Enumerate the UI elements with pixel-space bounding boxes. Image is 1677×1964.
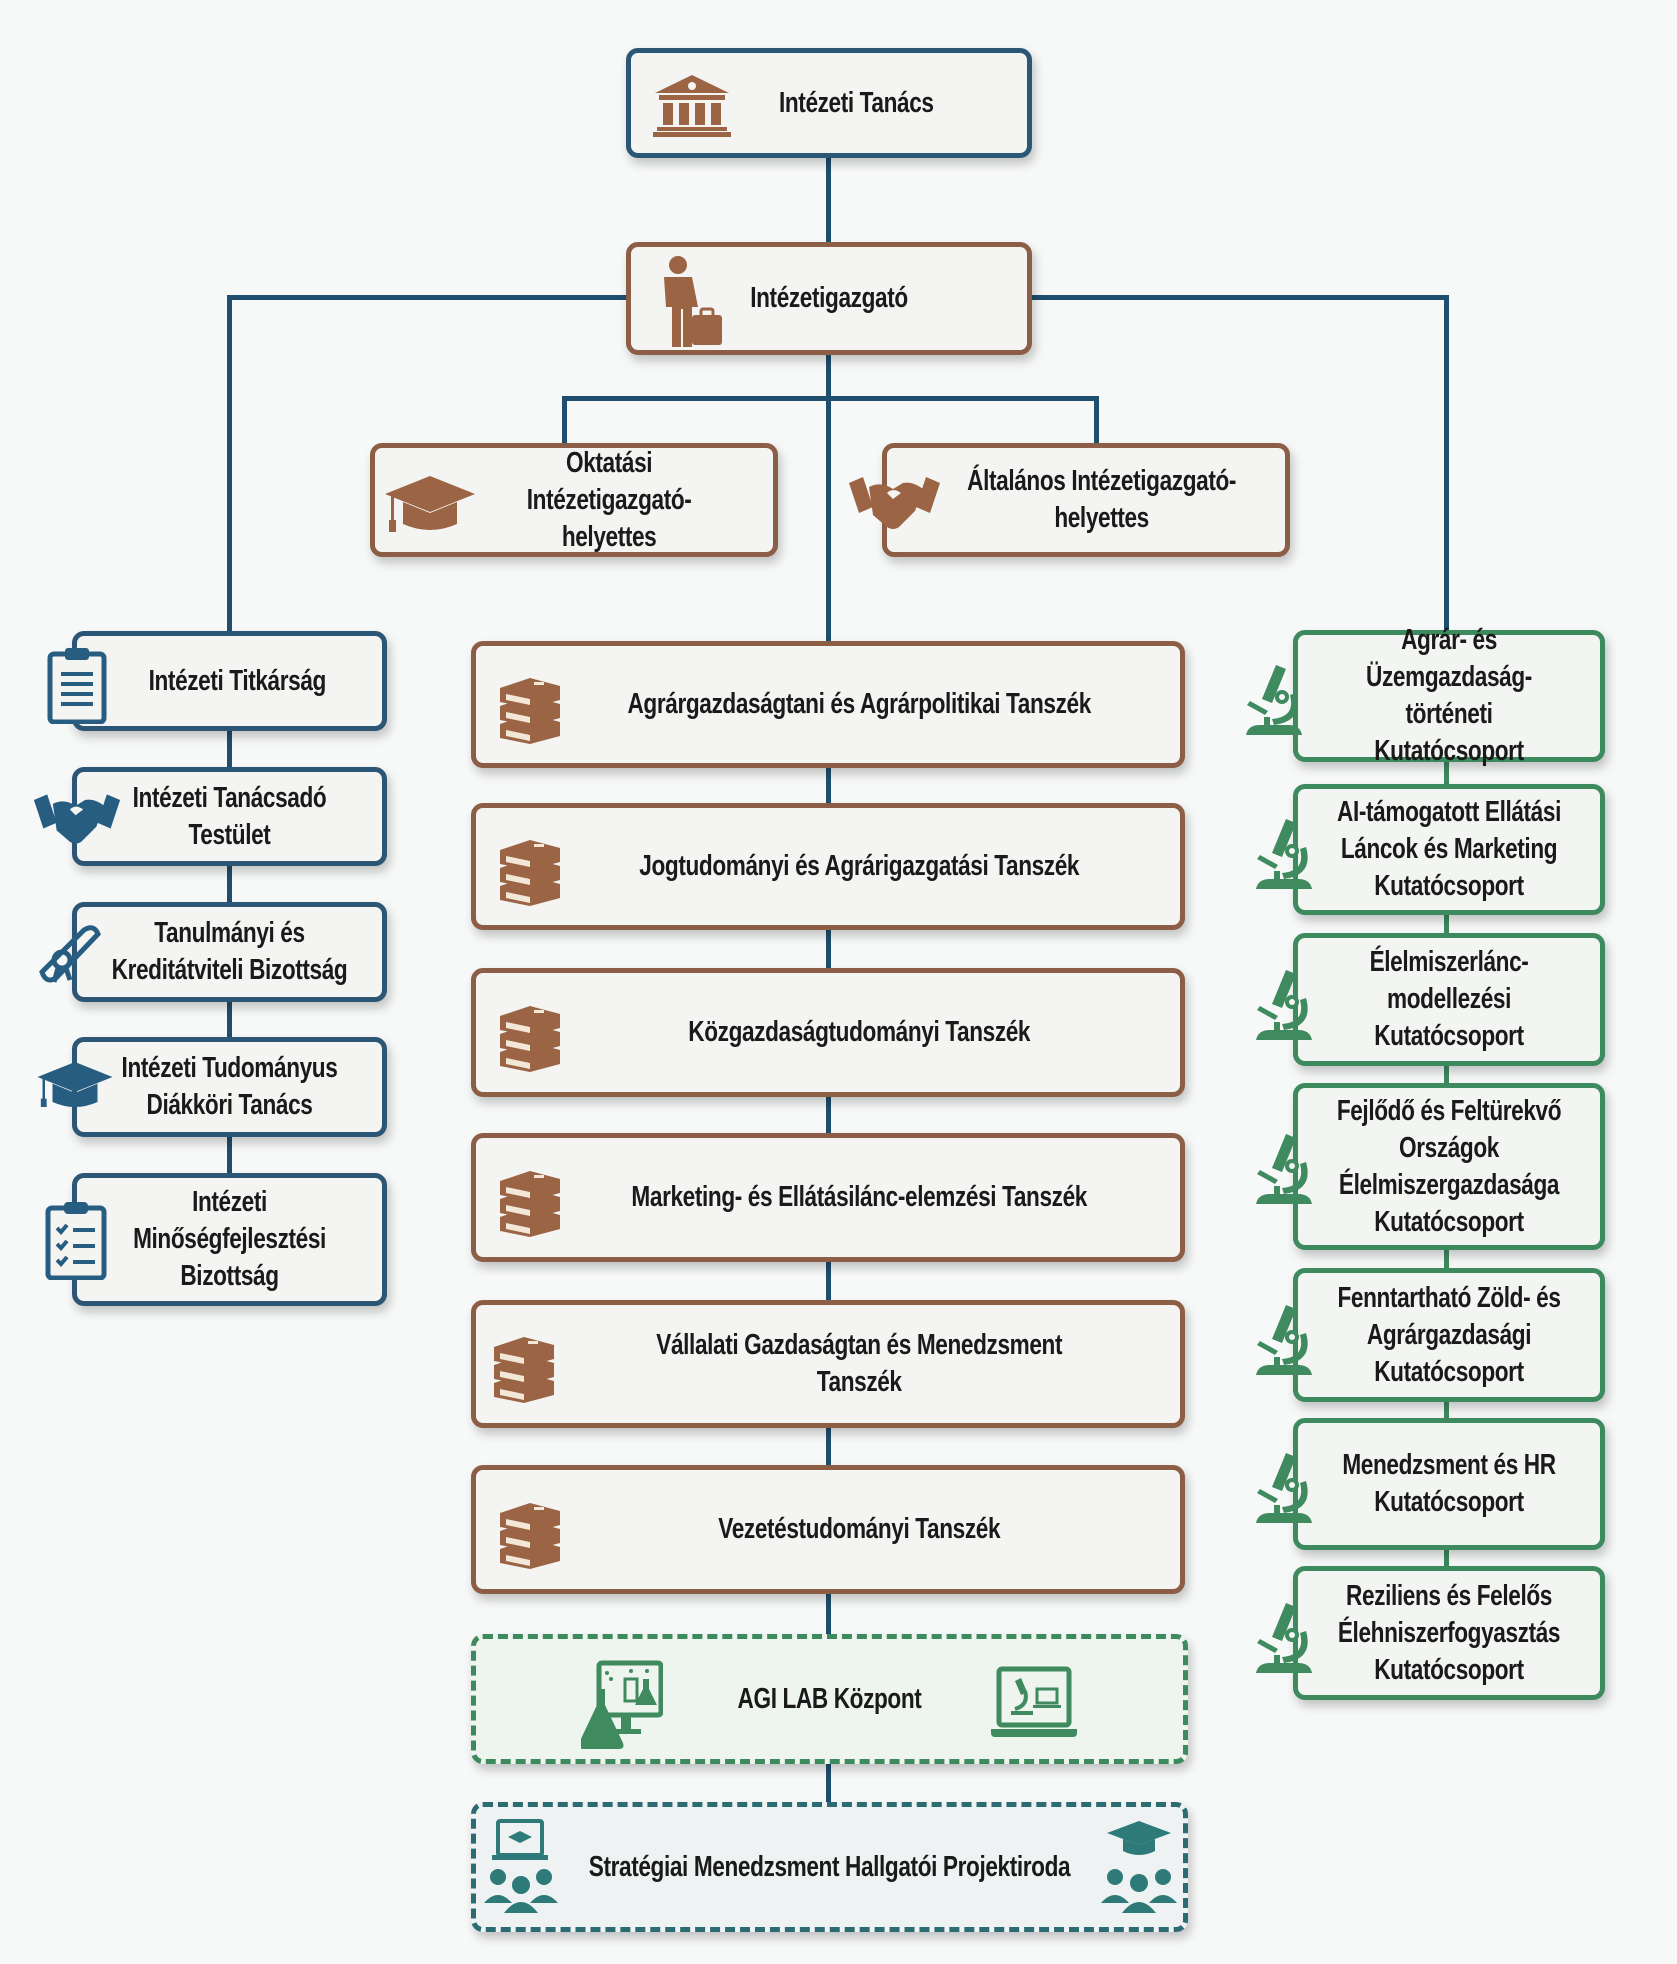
research-group-box[interactable]: Reziliens és Felelős Élehniszerfogyasztá… xyxy=(1256,1566,1605,1700)
department-label: Marketing- és Ellátásilánc-elemzési Tans… xyxy=(631,1181,1087,1213)
left-unit-student-research-council[interactable]: Intézeti Tudományus Diákköri Tanács xyxy=(37,1037,387,1137)
department-box[interactable]: Agrárgazdaságtani és Agrárpolitikai Tans… xyxy=(471,641,1185,768)
research-group-box[interactable]: Menedzsment és HR Kutatócsoport xyxy=(1256,1418,1605,1550)
department-box[interactable]: Vállalati Gazdaságtan és Menedzsment Tan… xyxy=(471,1300,1185,1428)
connector-left-column-vertical xyxy=(227,295,232,633)
research-group-box[interactable]: Agrár- és Üzemgazdaság- történeti Kutató… xyxy=(1246,624,1605,767)
connector-deputy-right xyxy=(1094,396,1099,445)
laptop-microscope-icon xyxy=(991,1665,1077,1741)
microscope-icon xyxy=(1256,1303,1312,1375)
microscope-icon xyxy=(1256,1601,1312,1673)
left-unit-label: Intézeti Minőségfejlesztési Bizottság xyxy=(133,1186,326,1292)
lab-flask-monitor-icon xyxy=(581,1659,663,1751)
left-unit-advisory-board[interactable]: Intézeti Tanácsadó Testület xyxy=(33,767,387,866)
microscope-icon xyxy=(1256,1132,1312,1204)
left-unit-study-committee[interactable]: Tanulmányi és Kreditátviteli Bizottság xyxy=(39,902,387,1002)
checklist-icon xyxy=(45,1200,107,1280)
research-group-label: Fejlődő és Feltürekvő Országok Élelmisze… xyxy=(1336,1094,1562,1238)
department-label: Jogtudományi és Agrárigazgatási Tanszék xyxy=(639,850,1080,882)
microscope-icon xyxy=(1256,1451,1312,1523)
diploma-scroll-icon xyxy=(32,922,104,988)
microscope-icon xyxy=(1256,817,1312,889)
businessman-icon xyxy=(656,255,726,350)
council-box[interactable]: Intézeti Tanács xyxy=(626,48,1032,158)
connector-council-director xyxy=(826,158,831,244)
research-group-label: Reziliens és Felelős Élehniszerfogyasztá… xyxy=(1337,1579,1561,1686)
department-label: Agrárgazdaságtani és Agrárpolitikai Tans… xyxy=(627,688,1091,720)
deputy-general-label: Általános Intézetigazgató- helyettes xyxy=(967,465,1237,534)
connector-deputies-bus xyxy=(562,396,1099,401)
department-label: Közgazdaságtudományi Tanszék xyxy=(688,1016,1031,1048)
handshake-icon xyxy=(32,790,122,848)
research-group-label: AI-támogatott Ellátási Láncok és Marketi… xyxy=(1337,796,1561,902)
agi-lab-center-box[interactable]: AGI LAB Központ xyxy=(471,1634,1188,1764)
research-group-box[interactable]: Fejlődő és Feltürekvő Országok Élelmisze… xyxy=(1256,1083,1605,1250)
connector-deputy-left xyxy=(562,396,567,445)
research-group-box[interactable]: Fenntartható Zöld- és Agrárgazdasági Kut… xyxy=(1256,1268,1605,1402)
department-label: Vállalati Gazdaságtan és Menedzsment Tan… xyxy=(656,1329,1063,1398)
student-group-icon xyxy=(1101,1817,1177,1913)
left-unit-label: Intézeti Titkárság xyxy=(148,664,327,697)
department-box[interactable]: Jogtudományi és Agrárigazgatási Tanszék xyxy=(471,803,1185,930)
clipboard-icon xyxy=(47,646,107,724)
books-icon xyxy=(496,1002,564,1072)
student-project-office-label: Stratégiai Menedzsment Hallgatói Projekt… xyxy=(588,1850,1071,1883)
research-group-label: Menedzsment és HR Kutatócsoport xyxy=(1342,1449,1556,1518)
graduation-cap-icon xyxy=(35,1062,115,1112)
department-box[interactable]: Vezetéstudományi Tanszék xyxy=(471,1465,1185,1594)
handshake-icon xyxy=(847,473,942,533)
deputy-education-label: Oktatási Intézetigazgató-helyettes xyxy=(526,446,692,553)
books-icon xyxy=(496,1167,564,1237)
research-group-box[interactable]: Élelmiszerlánc- modellezési Kutatócsopor… xyxy=(1256,933,1605,1066)
left-unit-label: Intézeti Tudományus Diákköri Tanács xyxy=(121,1052,338,1121)
left-unit-label: Intézeti Tanácsadó Testület xyxy=(132,781,327,851)
research-group-label: Élelmiszerlánc- modellezési Kutatócsopor… xyxy=(1369,946,1529,1052)
director-box[interactable]: Intézetigazgató xyxy=(626,242,1032,355)
left-unit-secretariat[interactable]: Intézeti Titkárság xyxy=(47,631,387,731)
left-unit-quality-committee[interactable]: Intézeti Minőségfejlesztési Bizottság xyxy=(45,1173,387,1306)
deputy-education-box[interactable]: Oktatási Intézetigazgató-helyettes xyxy=(370,443,778,557)
institution-building-icon xyxy=(653,75,731,137)
books-icon xyxy=(496,1499,564,1569)
research-group-label: Agrár- és Üzemgazdaság- történeti Kutató… xyxy=(1366,624,1532,767)
microscope-icon xyxy=(1256,968,1312,1040)
student-project-office-box[interactable]: Stratégiai Menedzsment Hallgatói Projekt… xyxy=(471,1802,1188,1932)
books-icon xyxy=(490,1333,558,1403)
department-label: Vezetéstudományi Tanszék xyxy=(718,1513,1001,1545)
department-box[interactable]: Marketing- és Ellátásilánc-elemzési Tans… xyxy=(471,1133,1185,1262)
council-label: Intézeti Tanács xyxy=(778,86,934,119)
graduation-cap-icon xyxy=(385,476,475,536)
research-group-label: Fenntartható Zöld- és Agrárgazdasági Kut… xyxy=(1337,1281,1561,1388)
agi-lab-label: AGI LAB Központ xyxy=(737,1682,922,1715)
connector-right-column-vertical xyxy=(1444,295,1449,633)
deputy-general-box[interactable]: Általános Intézetigazgató- helyettes xyxy=(849,443,1290,557)
left-unit-label: Tanulmányi és Kreditátviteli Bizottság xyxy=(111,917,348,986)
microscope-icon xyxy=(1246,663,1302,735)
department-box[interactable]: Közgazdaságtudományi Tanszék xyxy=(471,968,1185,1097)
books-icon xyxy=(496,674,564,744)
books-icon xyxy=(496,836,564,906)
research-group-box[interactable]: AI-támogatott Ellátási Láncok és Marketi… xyxy=(1256,784,1605,915)
director-label: Intézetigazgató xyxy=(750,282,908,314)
online-students-icon xyxy=(484,1817,560,1913)
